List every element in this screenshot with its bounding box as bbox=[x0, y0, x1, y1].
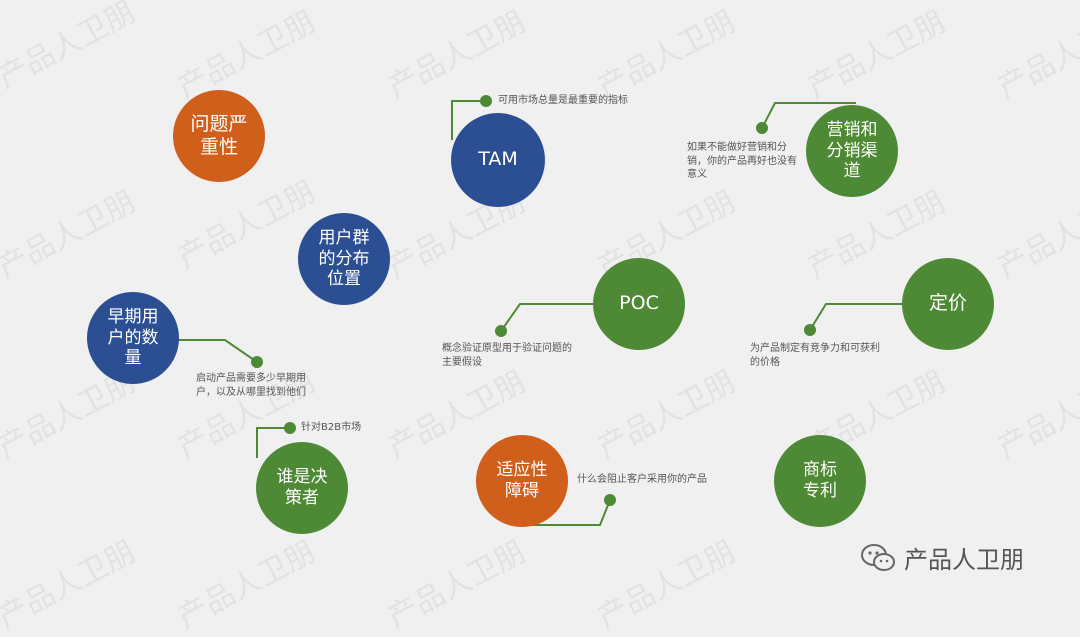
node-decision-maker: 谁是决 策者 bbox=[256, 442, 348, 534]
note-decision-maker: 针对B2B市场 bbox=[301, 422, 362, 433]
note-poc: 概念验证原型用于验证问题的主要假设 bbox=[442, 343, 572, 368]
node-poc: POC bbox=[593, 258, 685, 350]
connector-dot bbox=[495, 325, 507, 337]
connector-dot bbox=[604, 494, 616, 506]
connector-tam bbox=[451, 100, 486, 140]
node-label: 早期用 户的数 量 bbox=[107, 306, 159, 369]
note-early-users: 启动产品需要多少早期用户，以及从哪里找到他们 bbox=[196, 373, 306, 398]
connector-dot bbox=[251, 356, 263, 368]
node-label: POC bbox=[619, 292, 659, 315]
connector-dot bbox=[480, 95, 492, 107]
node-label: 商标 专利 bbox=[803, 460, 837, 501]
note-tam: 可用市场总量是最重要的指标 bbox=[498, 95, 628, 106]
connector-dot bbox=[756, 122, 768, 134]
node-label: 适应性 障碍 bbox=[496, 460, 548, 501]
node-label: 定价 bbox=[928, 292, 967, 315]
node-marketing-channels: 营销和 分销渠 道 bbox=[806, 105, 898, 197]
node-label: 谁是决 策者 bbox=[276, 467, 328, 508]
connector-marketing bbox=[761, 102, 856, 129]
node-label: 问题严 重性 bbox=[190, 112, 248, 158]
connector-lines bbox=[161, 95, 905, 526]
connector-dot bbox=[284, 422, 296, 434]
node-tam: TAM bbox=[451, 113, 545, 207]
note-adoption-barriers: 什么会阻止客户采用你的产品 bbox=[577, 474, 707, 485]
note-marketing-channels: 如果不能做好营销和分销，你的产品再好也没有意义 bbox=[687, 142, 797, 180]
footer-brand: 产品人卫朋 bbox=[860, 540, 1024, 575]
node-adoption-barriers: 适应性 障碍 bbox=[476, 435, 568, 527]
node-trademark-patent: 商标 专利 bbox=[774, 435, 866, 527]
node-label: 营销和 分销渠 道 bbox=[826, 119, 878, 182]
node-label: TAM bbox=[478, 148, 518, 171]
note-pricing: 为产品制定有竞争力和可获利的价格 bbox=[750, 343, 880, 368]
connector-decision-maker bbox=[256, 427, 290, 458]
node-pricing: 定价 bbox=[902, 258, 994, 350]
connector-early-users bbox=[161, 339, 258, 363]
footer-text: 产品人卫朋 bbox=[904, 546, 1024, 574]
connector-dot bbox=[804, 324, 816, 336]
node-early-users: 早期用 户的数 量 bbox=[87, 292, 179, 384]
node-label: 用户群 的分布 位置 bbox=[318, 227, 370, 290]
node-user-distribution: 用户群 的分布 位置 bbox=[298, 213, 390, 305]
connector-poc bbox=[500, 303, 594, 332]
connector-adoption bbox=[521, 499, 611, 526]
wechat-icon bbox=[861, 543, 895, 571]
node-problem-severity: 问题严 重性 bbox=[173, 90, 265, 182]
connector-pricing bbox=[809, 303, 905, 331]
